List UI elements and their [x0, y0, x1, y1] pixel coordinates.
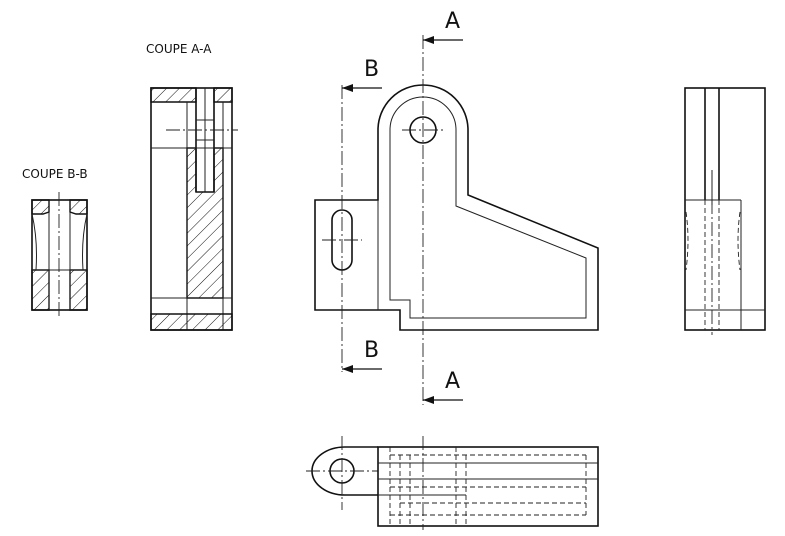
right-side-view — [684, 87, 766, 335]
top-view — [306, 436, 599, 530]
front-view: A A B B — [314, 9, 599, 405]
section-bb-view: COUPE B-B — [22, 167, 88, 318]
section-aa-view: COUPE A-A — [146, 42, 238, 331]
section-aa-title: COUPE A-A — [146, 42, 212, 56]
label-a-top: A — [445, 9, 460, 34]
label-a-bottom: A — [445, 369, 460, 394]
label-b-top: B — [364, 57, 379, 82]
section-bb-title: COUPE B-B — [22, 167, 88, 181]
label-b-bottom: B — [364, 338, 379, 363]
